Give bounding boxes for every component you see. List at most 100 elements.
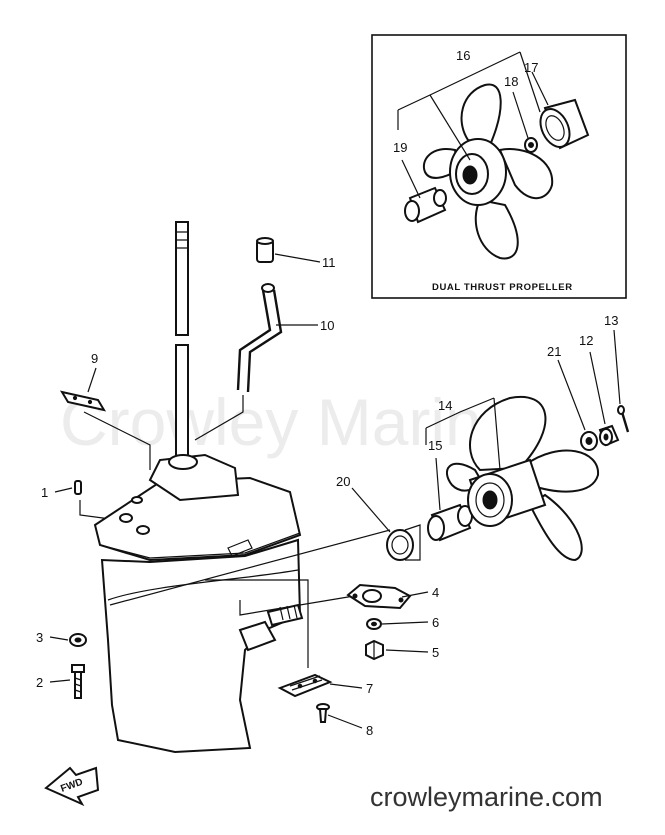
- cotter-pin-head: [617, 405, 625, 415]
- washer-3-hole: [74, 637, 82, 643]
- callout-2: 2: [36, 675, 43, 690]
- leader-17: [531, 71, 549, 106]
- casing-body: [100, 538, 302, 754]
- anode-hole-1: [352, 593, 358, 599]
- callout-21: 21: [547, 344, 561, 359]
- watermark: Crowley Marine: [60, 385, 518, 459]
- leader-5: [385, 649, 429, 653]
- part-5-nut: [365, 639, 384, 661]
- washer-hole: [528, 142, 534, 148]
- shaft-lower: [175, 344, 189, 463]
- tube-outline-b: [246, 289, 283, 393]
- fwd-arrow: FWD: [44, 766, 100, 807]
- inset-blade-right: [498, 148, 554, 200]
- part-11-grommet: [256, 237, 274, 263]
- part-15-spacer: [427, 503, 473, 542]
- fwd-arrow-shape: [44, 766, 100, 807]
- casing-plate-edge: [99, 532, 301, 559]
- prop-shaft-splines: [279, 604, 298, 621]
- leader-2: [49, 679, 71, 683]
- callout-5: 5: [432, 645, 439, 660]
- leader-16-a: [429, 94, 471, 161]
- leader-13: [613, 329, 621, 405]
- routing-line-7: [205, 579, 309, 668]
- dual-thrust-inset: DUAL THRUST PROPELLER: [371, 34, 627, 299]
- plate-body: [59, 390, 107, 412]
- leader-20: [351, 487, 391, 533]
- part-20-thrust-washer: [386, 524, 421, 561]
- site-url: crowleymarine.com: [370, 782, 603, 812]
- leader-14-bracket: [425, 397, 495, 429]
- plate-7-hole-1: [297, 683, 303, 689]
- callout-9: 9: [91, 351, 98, 366]
- shaft-splines: [176, 231, 188, 249]
- leader-16-b: [519, 51, 541, 113]
- tube-top: [261, 283, 275, 293]
- inset-part-17-cap: [539, 98, 590, 150]
- nut-12-hole: [603, 433, 609, 441]
- part-1-dowel-pin: [74, 480, 82, 495]
- leader-21: [557, 359, 586, 431]
- callout-13: 13: [604, 313, 618, 328]
- main-propeller: [446, 395, 600, 562]
- callout-3: 3: [36, 630, 43, 645]
- prop-blade-top: [469, 395, 547, 472]
- part-4-anode: [346, 583, 412, 610]
- callout-16: 16: [456, 48, 470, 63]
- leader-7: [329, 683, 363, 689]
- spacer-15-end: [427, 515, 445, 541]
- bolt-hole-1: [119, 513, 133, 523]
- leader-12: [589, 351, 606, 425]
- callout-17: 17: [524, 60, 538, 75]
- leader-11: [274, 253, 321, 263]
- prop-hub-bore: [482, 490, 498, 510]
- leader-6: [381, 621, 429, 625]
- leader-18: [512, 91, 529, 139]
- cap-front: [539, 108, 571, 148]
- leader-3: [49, 636, 69, 641]
- part-2-bolt: [71, 664, 85, 699]
- inset-frame: [371, 34, 627, 299]
- callout-8: 8: [366, 723, 373, 738]
- part-21-washer: [580, 431, 598, 451]
- cotter-pin-leg: [620, 411, 630, 433]
- callout-6: 6: [432, 615, 439, 630]
- part-13-cotter-pin: [617, 405, 630, 433]
- leader-8: [327, 714, 363, 729]
- lower-casing: [93, 453, 304, 754]
- prop-blade-bottom: [528, 493, 583, 562]
- leader-19: [401, 159, 421, 199]
- callout-11: 11: [322, 255, 336, 270]
- part-9-plate: [59, 390, 107, 412]
- leader-14-b: [493, 397, 501, 471]
- spacer-end-2: [433, 189, 447, 207]
- prop-hub-ring: [475, 482, 505, 518]
- inset-blade-bottom: [474, 198, 519, 260]
- tube-routing-line: [194, 395, 244, 441]
- inset-blade-top: [460, 83, 502, 147]
- callout-19: 19: [393, 140, 407, 155]
- shaft-bore: [168, 454, 198, 470]
- shaft-upper: [175, 221, 189, 336]
- washer-21-hole: [585, 437, 593, 445]
- washer-6-hole: [371, 621, 377, 627]
- plate-hole-2: [87, 399, 93, 405]
- part-6-washer: [366, 618, 382, 630]
- thrust-washer-side: [404, 524, 421, 561]
- callout-15: 15: [428, 438, 442, 453]
- inset-hub-bore: [462, 165, 478, 185]
- callout-14: 14: [438, 398, 452, 413]
- part-3-washer: [69, 633, 87, 647]
- plate-7-hole-2: [312, 678, 318, 684]
- callout-4: 4: [432, 585, 439, 600]
- tube-outline-a: [236, 289, 272, 391]
- grommet-top: [256, 237, 274, 245]
- callout-12: 12: [579, 333, 593, 348]
- routing-line-20: [109, 529, 391, 606]
- bolt-hole-2: [136, 525, 150, 535]
- routing-line-4: [239, 594, 361, 616]
- inset-propeller: [422, 83, 554, 260]
- casing-anticavitation: [107, 569, 299, 601]
- spacer-end: [404, 200, 420, 222]
- plate-routing-line: [83, 411, 151, 470]
